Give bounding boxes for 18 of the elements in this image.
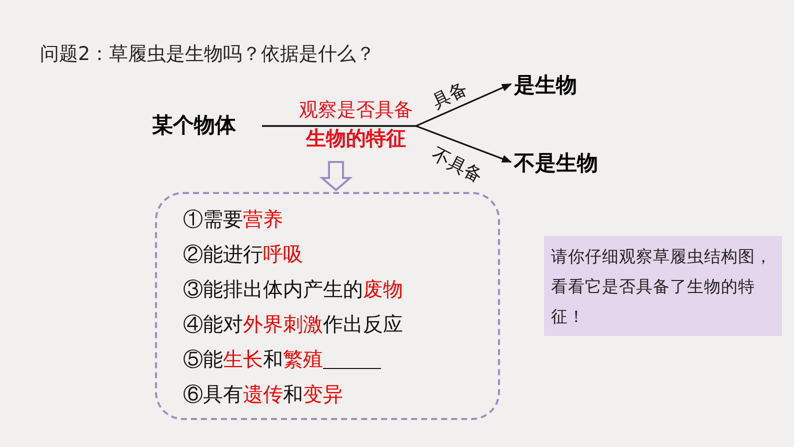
result-label: 不是生物: [514, 148, 624, 176]
start-label: 某个物体: [152, 110, 260, 140]
feature-item: ⑤能生长和繁殖: [183, 348, 323, 373]
feature-item: ⑥具有遗传和变异: [183, 383, 343, 408]
edge-label: 不具备: [427, 142, 487, 190]
arrow: [262, 125, 512, 163]
edge-label: 具备: [428, 77, 472, 115]
title: 问题2：草履虫是生物吗？依据是什么？: [40, 42, 376, 67]
result-label: 是生物: [514, 70, 604, 98]
dashed-rounded-box: [155, 192, 500, 420]
feature-item: ③能排出体内产生的废物: [183, 278, 403, 303]
condition-text: 生物的特征: [304, 125, 407, 152]
hollow-down-arrow: [319, 161, 353, 192]
feature-item: ①需要营养: [183, 208, 283, 233]
feature-item: ④能对外界刺激作出反应: [183, 313, 403, 338]
condition-text: 观察是否具备: [298, 98, 414, 123]
feature-item: ②能进行呼吸: [183, 243, 303, 268]
note-box: 请你仔细观察草履虫结构图，看看它是否具备了生物的特征！: [544, 236, 782, 336]
